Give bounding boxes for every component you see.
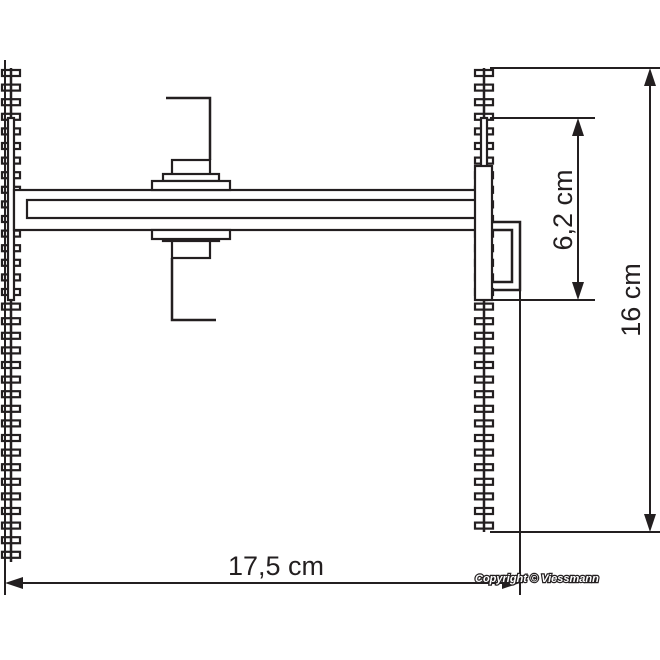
bridge-bracket — [492, 220, 522, 292]
copyright-text: Copyright © Viessmann — [475, 573, 599, 585]
dimension-lines — [4, 60, 660, 595]
height-dimension-label: 16 cm — [616, 263, 646, 337]
left-track — [0, 68, 22, 562]
track-spacing-label: 6,2 cm — [548, 169, 578, 250]
width-dimension-label: 17,5 cm — [228, 551, 324, 581]
bridge — [12, 164, 522, 302]
bridge-end-block — [473, 164, 494, 302]
drive-unit — [150, 96, 232, 322]
